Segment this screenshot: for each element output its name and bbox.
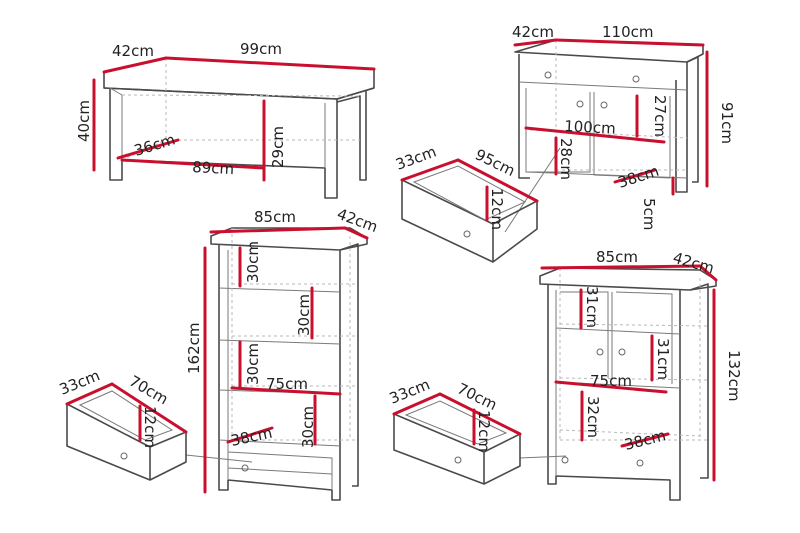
vitrine-drawer-box: [393, 393, 521, 485]
bookcase-shelf-width-label: 75cm: [266, 375, 308, 393]
cabinet-drawer-diagram: 33cm 95cm 12cm: [393, 142, 539, 263]
bench-body: [109, 88, 367, 199]
bookcase-drawer-box: [66, 383, 187, 481]
vitrine-drawer-depth-label: 33cm: [387, 375, 433, 407]
bench-depth-label: 42cm: [112, 42, 154, 60]
vitrine-depth-label: 42cm: [671, 249, 716, 278]
vitrine-lower-height-label: 32cm: [584, 396, 602, 438]
bookcase-compartment-1-label: 30cm: [244, 241, 262, 283]
cabinet-diagram: 42cm 110cm 91cm 100cm 27cm 28cm 38cm 5cm: [504, 23, 736, 233]
bookcase-depth-label: 42cm: [335, 205, 381, 236]
bench-inner-height-label: 29cm: [269, 126, 287, 168]
vitrine-middle-height-label: 31cm: [654, 338, 672, 380]
vitrine-drawer-height-label: 12cm: [475, 410, 493, 452]
vitrine-shelf-depth-label: 38cm: [623, 426, 668, 454]
bench-diagram: 42cm 99cm 40cm 36cm 89cm 29cm: [75, 40, 376, 199]
cabinet-lower-height-label: 28cm: [557, 138, 575, 180]
cabinet-shelf-depth-label: 38cm: [616, 162, 661, 192]
vitrine-drawer-width-label: 70cm: [454, 379, 500, 414]
cabinet-drawer-width-label: 95cm: [472, 145, 518, 180]
bench-inner-depth-label: 36cm: [132, 130, 177, 159]
cabinet-body: [518, 54, 699, 193]
bookcase-compartment-3-label: 30cm: [244, 343, 262, 385]
bookcase-drawer-depth-label: 33cm: [57, 366, 103, 398]
bookcase-height-label: 162cm: [185, 323, 203, 375]
vitrine-top: [539, 267, 717, 291]
bench-height-label: 40cm: [75, 100, 93, 142]
vitrine-upper-height-label: 31cm: [583, 286, 601, 328]
bookcase-shelf-depth-label: 38cm: [229, 424, 274, 450]
vitrine-shelf-width-label: 75cm: [590, 372, 632, 390]
bookcase-width-label: 85cm: [254, 208, 296, 226]
cabinet-shelf-width-label: 100cm: [564, 117, 616, 138]
bookcase-drawer-height-label: 12cm: [141, 406, 159, 448]
bookcase-compartment-4-label: 30cm: [299, 406, 317, 448]
cabinet-depth-label: 42cm: [512, 23, 554, 41]
bookcase-body: [218, 243, 359, 501]
cabinet-width-label: 110cm: [602, 23, 654, 41]
bookcase-compartment-2-label: 30cm: [295, 294, 313, 336]
bench-width-label: 99cm: [240, 40, 282, 58]
cabinet-upper-height-label: 27cm: [651, 95, 669, 137]
bookcase-drawer-diagram: 33cm 70cm 12cm: [57, 366, 188, 481]
cabinet-drawer-height-label: 12cm: [488, 188, 506, 230]
bookcase-drawer-width-label: 70cm: [126, 372, 171, 409]
bookcase-top: [210, 227, 368, 251]
vitrine-width-label: 85cm: [596, 248, 638, 266]
cabinet-leg-height-label: 5cm: [640, 198, 658, 230]
cabinet-height-label: 91cm: [718, 102, 736, 144]
vitrine-diagram: 85cm 42cm 132cm 31cm 31cm 75cm 32cm 38cm: [519, 248, 743, 501]
bookcase-diagram: 85cm 42cm 162cm 30cm 30cm 30cm 30cm 75cm…: [185, 205, 381, 501]
bench-inner-width-label: 89cm: [192, 158, 235, 178]
vitrine-body: [547, 283, 709, 501]
vitrine-height-label: 132cm: [725, 350, 743, 402]
vitrine-drawer-diagram: 33cm 70cm 12cm: [387, 375, 522, 485]
